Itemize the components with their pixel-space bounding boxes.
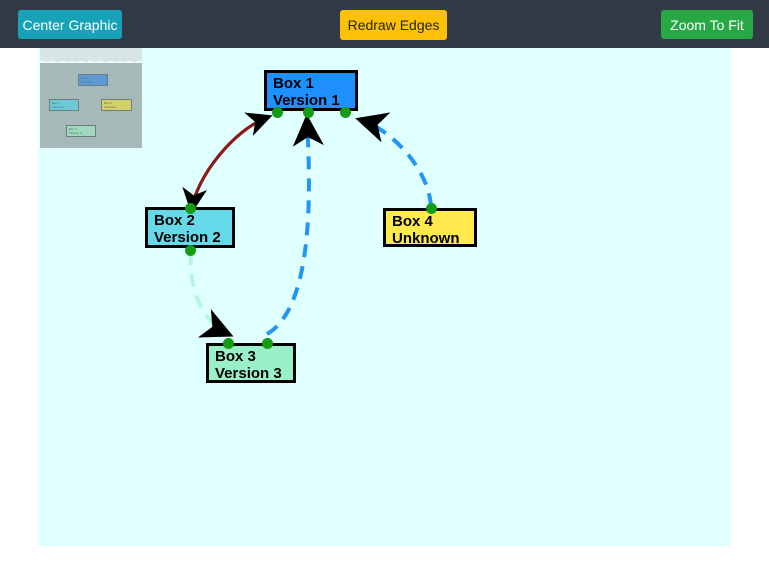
minimap-node-title: Box 2 bbox=[52, 101, 60, 105]
edge-box2-box1 bbox=[182, 112, 273, 214]
node-title: Box 2 bbox=[154, 212, 195, 229]
port-box2-bottom[interactable] bbox=[185, 245, 196, 256]
minimap-viewport-strip bbox=[40, 48, 142, 62]
port-box1-right[interactable] bbox=[340, 107, 351, 118]
center-graphic-button[interactable]: Center Graphic bbox=[18, 10, 122, 39]
node-subtitle: Unknown bbox=[392, 230, 460, 247]
minimap-node-subtitle: Version 1 bbox=[81, 80, 94, 84]
graph-node-box3[interactable]: Box 3 Version 3 bbox=[206, 343, 296, 383]
port-box1-left[interactable] bbox=[272, 107, 283, 118]
node-title: Box 4 bbox=[392, 213, 433, 230]
port-box3-left[interactable] bbox=[223, 338, 234, 349]
edge-box4-box1 bbox=[355, 112, 433, 207]
minimap-node-subtitle: Version 2 bbox=[52, 105, 65, 109]
port-box2-top[interactable] bbox=[185, 203, 196, 214]
edge-box2-box3 bbox=[188, 251, 234, 338]
redraw-edges-button[interactable]: Redraw Edges bbox=[340, 10, 447, 40]
node-subtitle: Version 1 bbox=[273, 92, 340, 109]
minimap-node-title: Box 4 bbox=[104, 101, 112, 105]
node-subtitle: Version 3 bbox=[215, 365, 282, 382]
toolbar: Center Graphic Redraw Edges Zoom To Fit bbox=[0, 0, 769, 48]
zoom-to-fit-button[interactable]: Zoom To Fit bbox=[661, 10, 753, 39]
node-title: Box 3 bbox=[215, 348, 256, 365]
graph-node-box4[interactable]: Box 4 Unknown bbox=[383, 208, 477, 247]
minimap-node-title: Box 3 bbox=[69, 127, 77, 131]
minimap-node-title: Box 1 bbox=[81, 76, 89, 80]
graph-node-box1[interactable]: Box 1 Version 1 bbox=[264, 70, 358, 111]
node-title: Box 1 bbox=[273, 75, 314, 92]
minimap-node-subtitle: Unknown bbox=[104, 105, 117, 109]
minimap-viewport-divider bbox=[40, 61, 142, 63]
port-box1-center[interactable] bbox=[303, 107, 314, 118]
minimap-node-subtitle: Version 3 bbox=[69, 131, 82, 135]
node-subtitle: Version 2 bbox=[154, 229, 221, 246]
port-box4-top[interactable] bbox=[426, 203, 437, 214]
edge-box3-box1 bbox=[265, 114, 324, 336]
port-box3-right[interactable] bbox=[262, 338, 273, 349]
